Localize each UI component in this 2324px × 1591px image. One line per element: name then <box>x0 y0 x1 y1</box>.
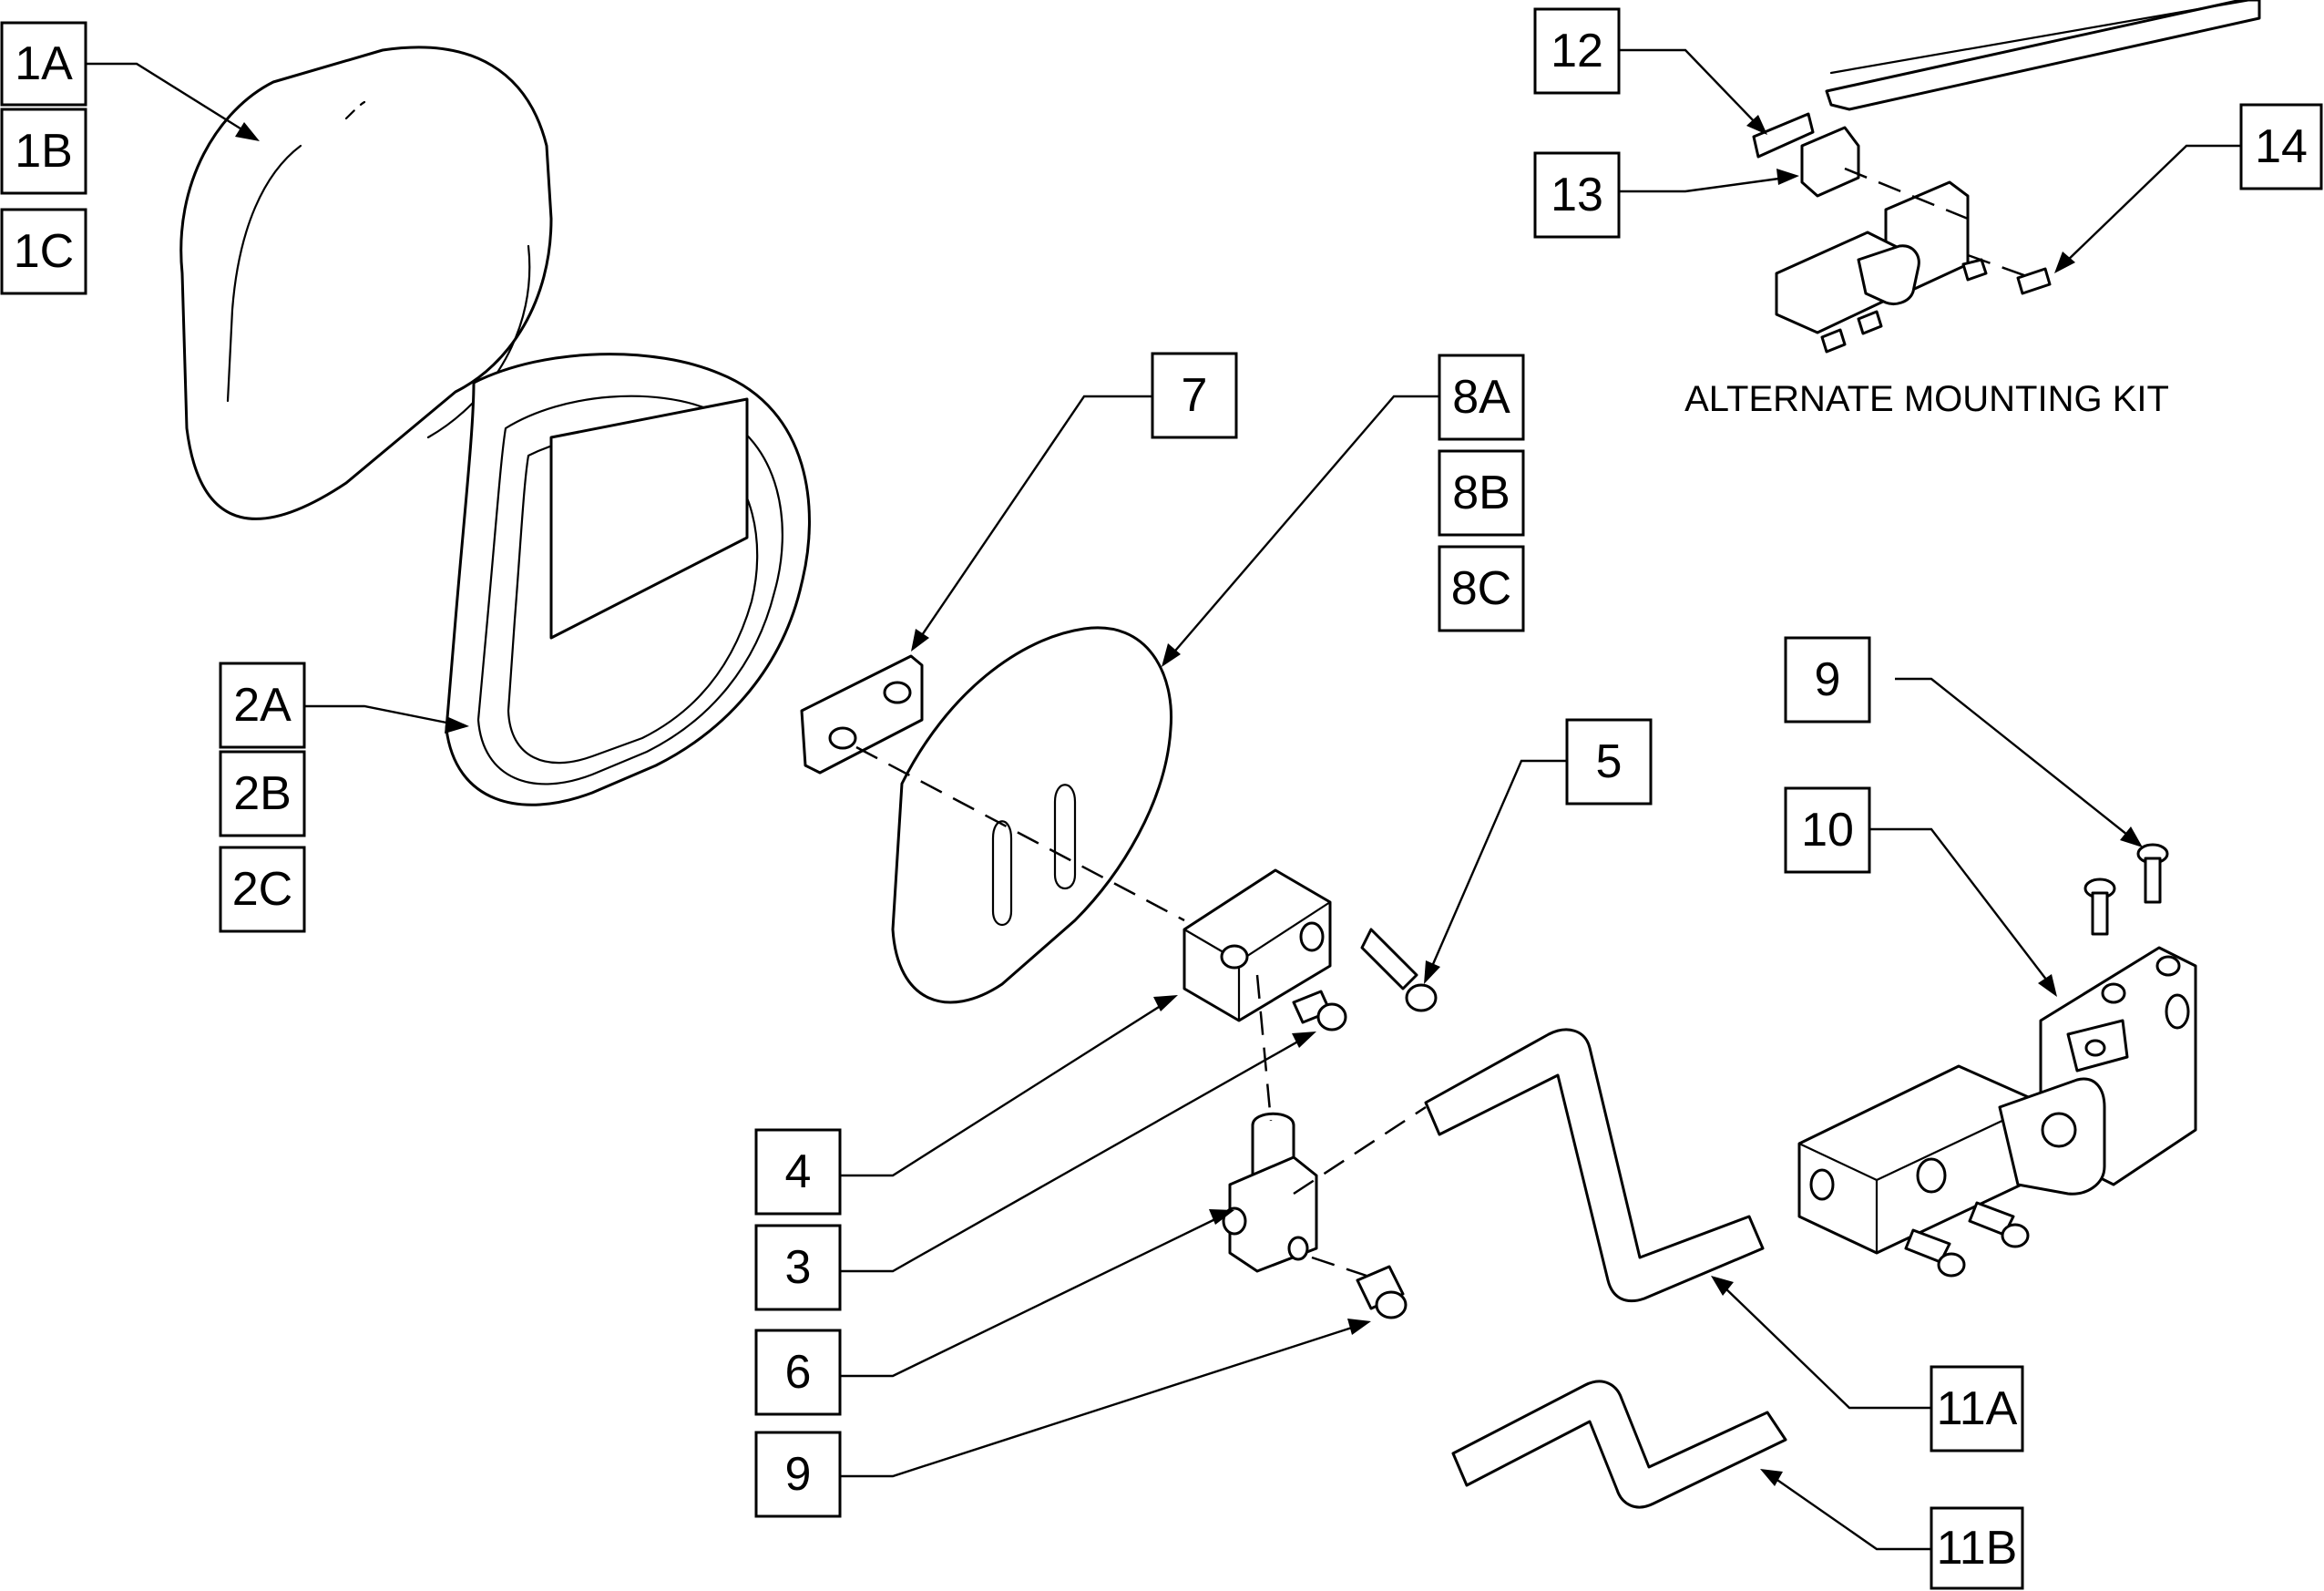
callout-2b: 2B <box>219 750 306 837</box>
callout-14: 14 <box>2239 103 2323 190</box>
callout-10: 10 <box>1784 786 1871 874</box>
svg-text:2B: 2B <box>233 767 292 820</box>
callout-2a: 2A <box>219 662 306 749</box>
svg-text:9: 9 <box>1815 653 1841 706</box>
part-screw-9-lower <box>1356 1265 1408 1319</box>
part-screws-lower-mount <box>1904 1201 2030 1278</box>
part-bent-rod-11a <box>1424 1028 1765 1303</box>
svg-text:7: 7 <box>1182 369 1208 422</box>
callout-8b: 8B <box>1438 449 1525 537</box>
svg-text:14: 14 <box>2255 120 2308 173</box>
callout-2c: 2C <box>219 846 306 933</box>
svg-text:1C: 1C <box>14 225 74 278</box>
callout-8a: 8A <box>1438 354 1525 441</box>
callout-1a: 1A <box>0 21 87 107</box>
svg-text:6: 6 <box>785 1346 812 1399</box>
callout-7: 7 <box>1151 352 1238 439</box>
callout-1b: 1B <box>0 108 87 195</box>
alternate-mounting-kit <box>1752 0 2261 354</box>
svg-text:8B: 8B <box>1452 467 1510 519</box>
part-pad-cover <box>179 46 553 520</box>
svg-text:11B: 11B <box>1937 1522 2018 1575</box>
callout-4: 4 <box>754 1128 842 1216</box>
callout-6: 6 <box>754 1329 842 1416</box>
callout-9-upper: 9 <box>1784 636 1871 724</box>
svg-text:2A: 2A <box>233 679 292 732</box>
callout-3: 3 <box>754 1224 842 1311</box>
svg-text:12: 12 <box>1551 25 1603 77</box>
svg-text:2C: 2C <box>232 863 292 916</box>
svg-text:8A: 8A <box>1452 371 1510 424</box>
alternate-mounting-kit-caption: ALTERNATE MOUNTING KIT <box>1684 379 2169 419</box>
svg-text:13: 13 <box>1551 169 1603 221</box>
callout-8c: 8C <box>1438 545 1525 632</box>
svg-text:10: 10 <box>1801 804 1854 857</box>
callout-1c: 1C <box>0 208 87 295</box>
part-back-plate <box>891 626 1173 1004</box>
part-screw-5 <box>1360 928 1438 1012</box>
part-screw-3 <box>1292 990 1347 1032</box>
svg-text:9: 9 <box>785 1448 812 1501</box>
part-screw-9-upper <box>2083 843 2169 936</box>
callout-11a: 11A <box>1930 1365 2024 1452</box>
part-post <box>1222 1112 1318 1273</box>
callout-13: 13 <box>1533 151 1621 239</box>
svg-text:8C: 8C <box>1451 562 1511 615</box>
part-mounting-plate <box>800 654 924 775</box>
callout-9-lower: 9 <box>754 1431 842 1518</box>
callout-12: 12 <box>1533 7 1621 95</box>
part-bent-rod-11b <box>1451 1380 1787 1509</box>
svg-text:11A: 11A <box>1937 1382 2018 1435</box>
svg-text:3: 3 <box>785 1241 812 1294</box>
assembly-centerlines <box>855 745 1427 1278</box>
svg-text:1B: 1B <box>15 125 73 178</box>
callout-11b: 11B <box>1930 1506 2024 1590</box>
svg-text:5: 5 <box>1596 735 1623 788</box>
part-mount-bracket <box>1797 946 2197 1255</box>
svg-text:4: 4 <box>785 1145 812 1198</box>
svg-text:1A: 1A <box>15 37 73 90</box>
part-foam-ring <box>445 353 811 806</box>
part-clamp-block <box>1182 868 1332 1022</box>
callout-5: 5 <box>1565 718 1653 806</box>
